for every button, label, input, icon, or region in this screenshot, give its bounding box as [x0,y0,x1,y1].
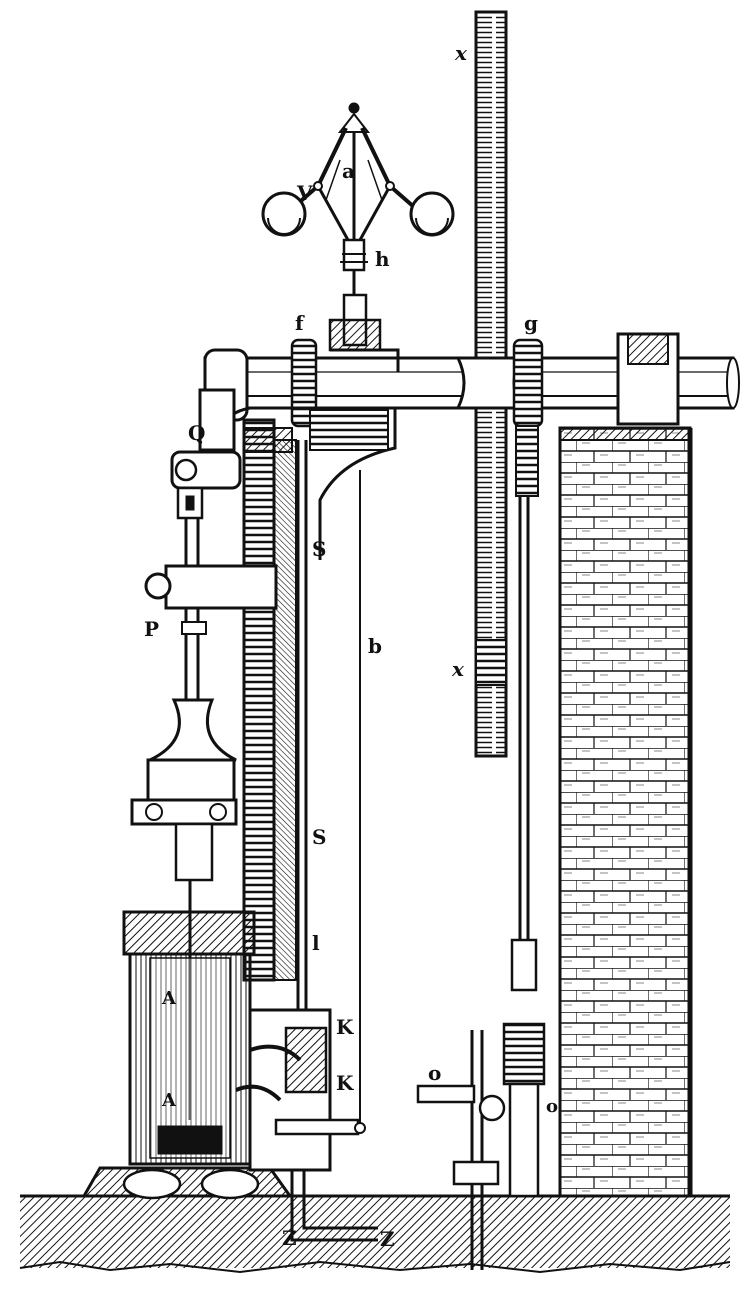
label-b: b [368,634,382,658]
bevel-gear-f [290,338,318,428]
flywheel [455,10,523,758]
label-S-top: S [312,537,326,561]
label-P: P [144,617,159,641]
label-Z-left: Z [282,1226,297,1250]
ground [19,1194,731,1274]
crank-and-connecting-rod [130,388,278,1120]
label-V: V [296,181,313,205]
label-A-top: A [161,988,177,1009]
label-K-bottom: K [336,1071,354,1095]
flyball-governor [261,102,455,372]
label-Z-right: Z [380,1227,395,1251]
label-S-bottom: S [312,825,326,849]
label-Q: Q [188,421,205,445]
label-o-right: o [546,1096,558,1117]
bevel-gear-g [512,338,544,497]
label-o-left: o [428,1061,441,1085]
steam-cylinder [81,910,293,1200]
label-a: a [342,159,355,183]
label-x-top: x [454,41,468,65]
labels: V a h f g x x Q S S b P l K K A A o o Z … [144,41,558,1251]
label-g: g [524,311,538,335]
pump-assembly [416,496,546,1270]
brick-pillar [558,426,693,1198]
label-f: f [295,311,305,335]
label-K-top: K [336,1015,354,1039]
label-x-bottom: x [451,657,465,681]
label-l: l [312,931,320,955]
label-h: h [375,247,390,271]
valve-chest [235,1008,378,1242]
label-A-bottom: A [161,1090,177,1111]
engine-frame [220,406,397,1130]
